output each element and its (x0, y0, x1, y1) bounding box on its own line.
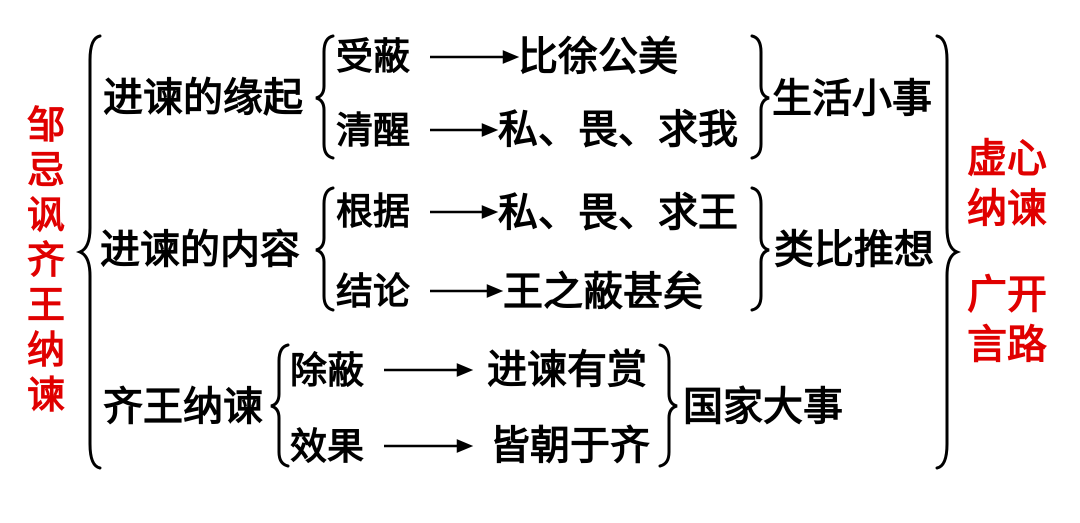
right-summary-line: 纳谏 (967, 186, 1047, 232)
row-right: 王之蔽甚矣 (503, 269, 703, 315)
right-summary-line: 言路 (967, 322, 1047, 368)
main-title: 邹 忌 讽 齐 王 纳 谏 (26, 103, 66, 418)
main-left-brace (75, 34, 102, 470)
section2-right-brace (750, 186, 770, 312)
section1-left-brace (315, 34, 335, 160)
row-left: 清醒 (336, 109, 410, 152)
section3-left-brace (270, 343, 290, 468)
right-summary: 广开 言路 (957, 270, 1057, 370)
main-title-char: 王 (26, 283, 65, 327)
section-summary: 生活小事 (772, 76, 932, 122)
row-right: 私、畏、求王 (498, 190, 738, 236)
section-label: 齐王纳谏 (103, 384, 263, 430)
row-left: 结论 (336, 270, 410, 313)
section-summary: 国家大事 (683, 384, 843, 430)
section3-right-brace (658, 343, 678, 468)
main-title-char: 邹 (26, 103, 65, 147)
row-left: 效果 (290, 425, 364, 468)
right-summary-line: 广开 (967, 272, 1047, 318)
row-right: 私、畏、求我 (498, 107, 738, 153)
main-title-char: 讽 (26, 193, 65, 237)
right-summary: 虚心 纳谏 (957, 134, 1057, 234)
section-label: 进谏的内容 (100, 227, 300, 273)
right-summary-line: 虚心 (967, 136, 1047, 182)
row-left: 除蔽 (290, 349, 364, 392)
section-label: 进谏的缘起 (103, 75, 303, 121)
section1-right-brace (750, 34, 770, 160)
section2-left-brace (315, 186, 335, 312)
row-right: 进谏有赏 (487, 347, 647, 393)
main-title-char: 纳 (26, 328, 65, 372)
main-right-brace (935, 34, 962, 470)
main-title-char: 齐 (26, 238, 65, 282)
row-left: 受蔽 (336, 35, 410, 78)
section-summary: 类比推想 (774, 227, 934, 273)
row-left: 根据 (336, 190, 410, 233)
main-title-char: 谏 (26, 373, 65, 417)
row-right: 皆朝于齐 (490, 423, 650, 469)
row-right: 比徐公美 (518, 34, 678, 80)
main-title-char: 忌 (26, 148, 65, 192)
